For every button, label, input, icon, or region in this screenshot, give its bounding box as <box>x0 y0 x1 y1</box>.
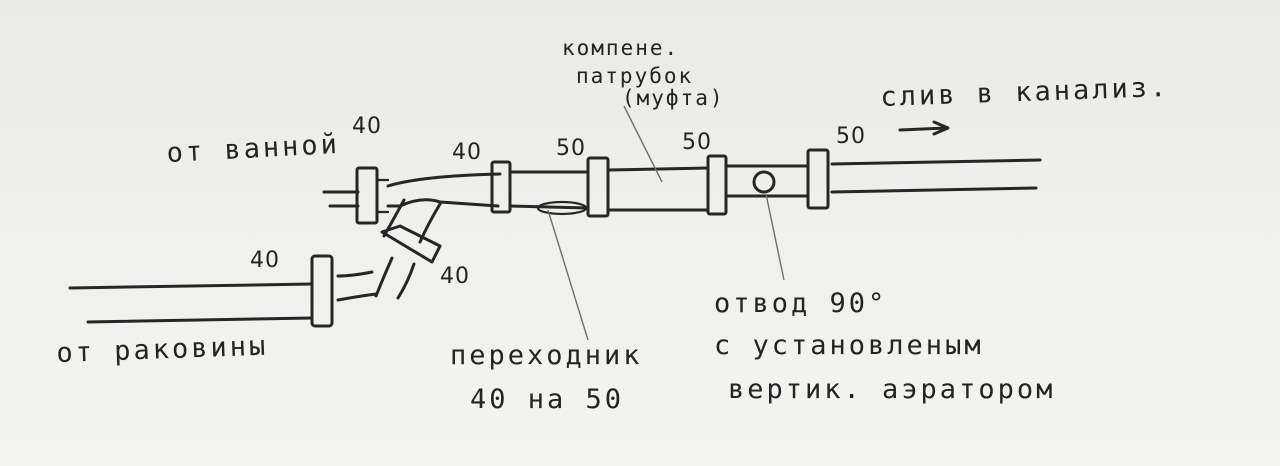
tee-fitting <box>382 172 502 244</box>
compensator-label-line2: патрубок <box>576 64 694 88</box>
bath-inlet-diameter: 40 <box>352 114 382 139</box>
drain-out-diameter: 50 <box>836 124 866 149</box>
bath-inlet-stub <box>322 166 390 225</box>
compensator-label-line1: компене. <box>562 36 680 60</box>
from-sink-label: от раковины <box>55 330 269 369</box>
drain-pipe <box>830 158 1042 194</box>
elbow-label-line1: отвод 90° <box>714 288 888 319</box>
elbow-leader <box>765 193 785 281</box>
elbow-label-line2: с установленым <box>714 330 984 361</box>
sink-inlet-pipe <box>68 282 314 324</box>
sink-socket <box>310 254 378 328</box>
tee-run-diameter: 40 <box>452 140 482 165</box>
adapter-leader <box>547 209 589 341</box>
adapter-label-line1: переходник <box>450 340 643 371</box>
elbow-label-line3: вертик. аэратором <box>728 374 1056 405</box>
adapter-out-diameter: 50 <box>556 136 586 161</box>
compensator-pipe <box>606 154 728 216</box>
sink-inlet-diameter: 40 <box>250 248 280 273</box>
adapter-label-line2: 40 на 50 <box>470 384 625 415</box>
compensator-label-line3: (муфта) <box>622 86 725 110</box>
flow-arrow <box>898 120 950 136</box>
branch-coupling <box>374 224 442 300</box>
compensator-diameter: 50 <box>682 130 712 155</box>
compensator-leader <box>623 105 663 183</box>
elbow-with-aerator <box>724 148 830 210</box>
tee-branch-diameter: 40 <box>440 264 470 289</box>
adapter-fitting <box>490 156 610 218</box>
